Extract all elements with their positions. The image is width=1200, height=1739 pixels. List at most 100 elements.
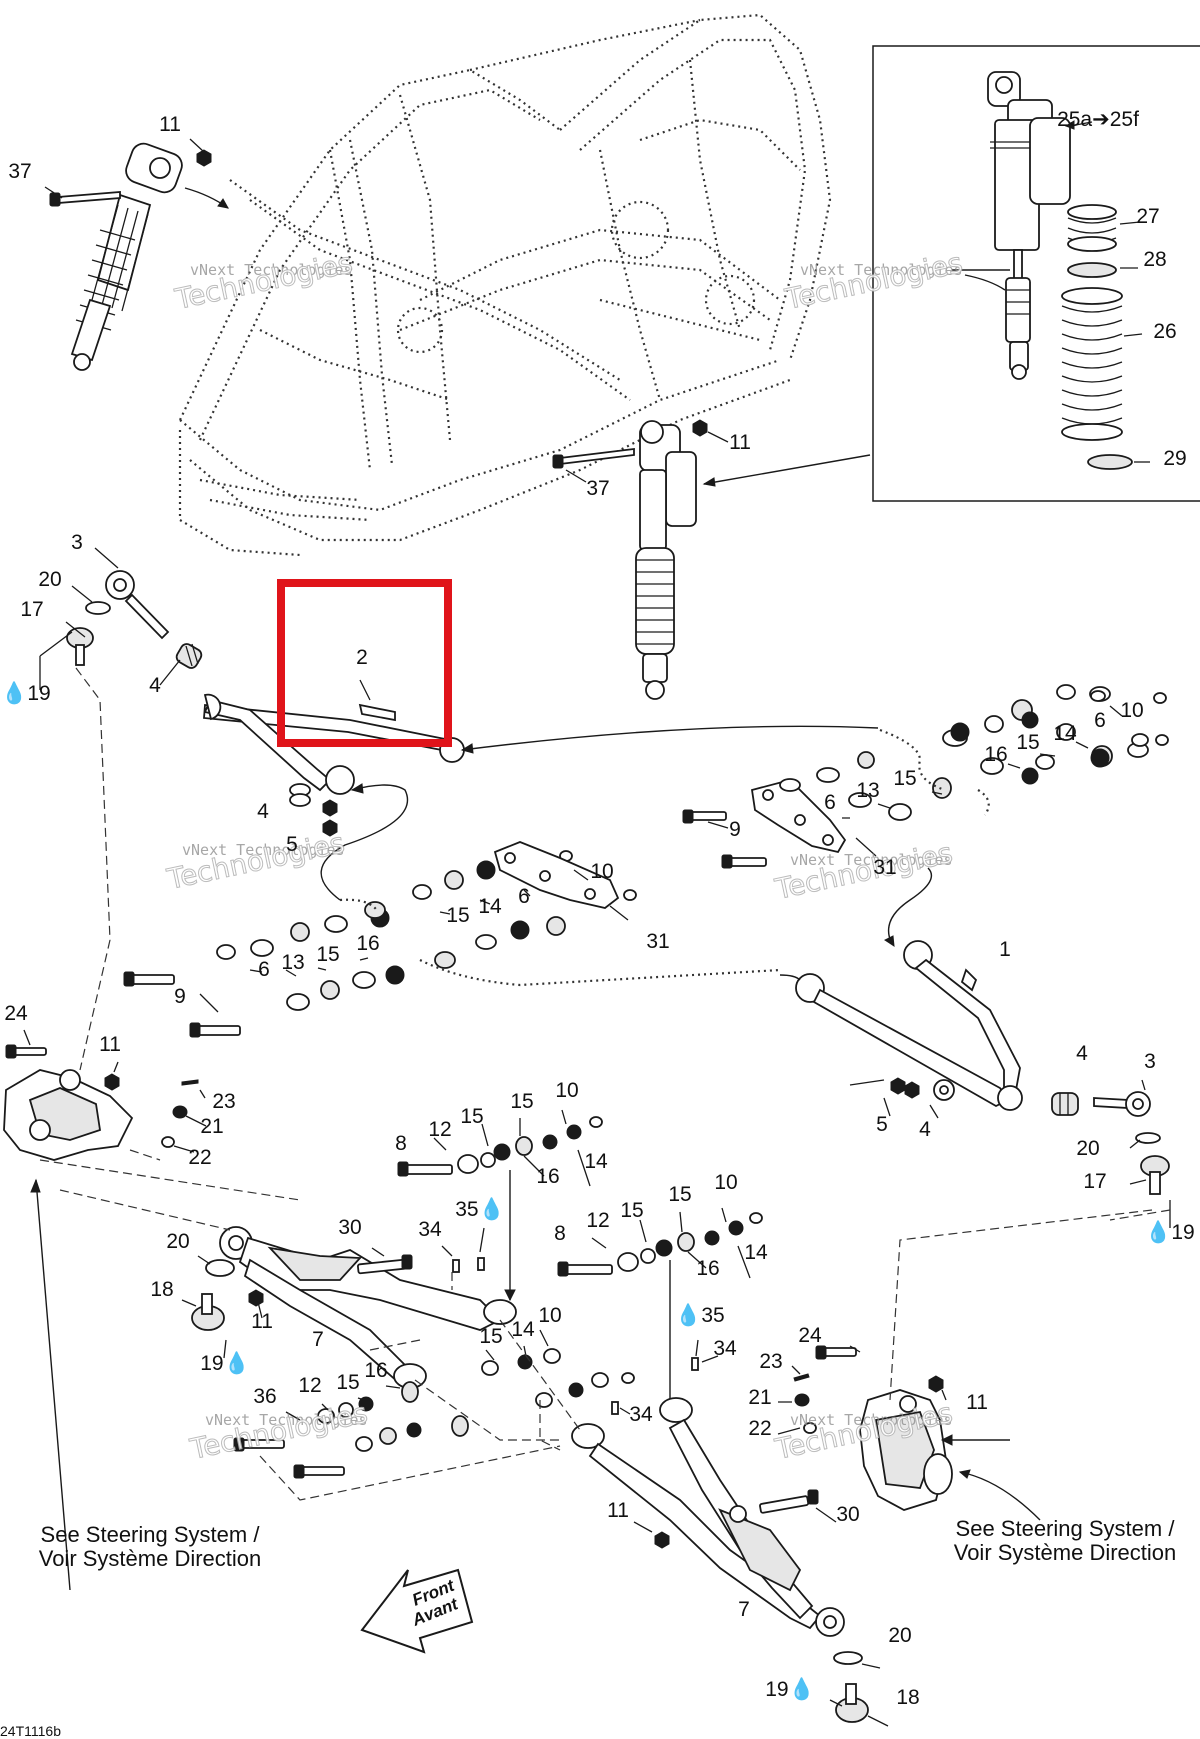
callout-part-29: 14 <box>478 895 502 918</box>
ball-joint-18-right <box>829 1651 889 1727</box>
callout-part-79: 💧35 <box>675 1302 725 1327</box>
callout-part-5: 27 <box>1136 205 1159 228</box>
front-shock-absorber-right <box>635 420 697 700</box>
callout-part-20: 15 <box>1016 731 1039 754</box>
ball-joint-17-right <box>849 1079 1171 1228</box>
callout-part-30: 15 <box>446 904 469 927</box>
watermark-vnext-3: vNext Technologies <box>790 851 953 869</box>
note-right-steering-line1: See Steering System / <box>956 1516 1176 1541</box>
watermark-vnext-1: vNext Technologies <box>800 261 963 279</box>
pivot-hardware-lower-top <box>397 1109 603 1302</box>
callout-part-70: 7 <box>312 1328 324 1351</box>
callout-part-50: 12 <box>428 1118 451 1141</box>
callout-part-44: 22 <box>188 1146 211 1169</box>
callout-part-86: 22 <box>748 1417 771 1440</box>
part-2-highlight-box <box>277 579 452 747</box>
nut-11-lower-right <box>633 1521 670 1549</box>
callout-part-21: 16 <box>984 743 1007 766</box>
callout-part-14: 2 <box>356 646 368 669</box>
callout-part-90: 20 <box>888 1624 911 1647</box>
callout-part-80: 34 <box>713 1337 737 1360</box>
callout-part-38: 24 <box>4 1002 28 1025</box>
callout-part-16: 5 <box>286 833 298 856</box>
ball-joint-18-left <box>181 1255 264 1359</box>
callout-part-92: 18 <box>896 1686 919 1709</box>
callout-part-81: 24 <box>798 1324 822 1347</box>
callout-part-27: 10 <box>590 860 613 883</box>
bushing-4-5-lower <box>289 783 338 837</box>
watermark-vnext-0: vNext Technologies <box>190 261 353 279</box>
front-direction-arrow: Front Avant <box>360 1568 474 1654</box>
note-left-steering-line2: Voir Système Direction <box>39 1546 262 1571</box>
callout-part-48: 10 <box>555 1079 578 1102</box>
arrow-head <box>940 1434 953 1446</box>
callout-part-76: 15 <box>336 1371 359 1394</box>
callout-part-9: 3 <box>71 531 83 554</box>
watermark-vnext-2: vNext Technologies <box>182 841 345 859</box>
callout-part-72: 10 <box>538 1304 561 1327</box>
callout-part-65: 34 <box>418 1218 442 1241</box>
leader-lines-upper-arm <box>71 547 371 701</box>
callout-part-22: 15 <box>893 767 916 790</box>
callout-part-35: 6 <box>258 958 270 981</box>
arrow-head <box>884 935 895 948</box>
callout-part-32: 16 <box>356 932 379 955</box>
grease-fittings-34-35-left <box>441 1227 485 1290</box>
callout-part-77: 12 <box>298 1374 321 1397</box>
callout-part-73: 15 <box>479 1325 502 1348</box>
pivot-hardware-upper-right <box>682 684 1169 869</box>
bolt-37-right <box>552 447 635 483</box>
lower-a-arm-left <box>219 1226 517 1389</box>
callout-part-47: 15 <box>510 1090 533 1113</box>
callout-part-13: 4 <box>149 674 161 697</box>
nut-11-right <box>692 419 729 443</box>
watermark-vnext-4: vNext Technologies <box>205 1411 368 1429</box>
callout-part-68: 18 <box>150 1278 173 1301</box>
callout-part-82: 23 <box>759 1350 782 1373</box>
callout-part-11: 17 <box>20 598 43 621</box>
callout-part-12: 💧19 <box>1 680 51 705</box>
callout-part-55: 17 <box>1083 1170 1106 1193</box>
callout-part-43: 21 <box>200 1115 223 1138</box>
arrow-head <box>217 198 229 209</box>
grease-fittings-34-35-right <box>611 1339 719 1415</box>
steering-knuckle-right <box>777 1345 1041 1521</box>
callout-part-42: 23 <box>212 1090 235 1113</box>
callout-part-88: 30 <box>836 1503 859 1526</box>
callout-part-60: 12 <box>586 1209 609 1232</box>
callout-part-26: 31 <box>873 856 896 879</box>
pivot-hardware-lower-right <box>557 1207 763 1414</box>
assembly-guide-lines <box>39 667 1171 1501</box>
callout-part-6: 28 <box>1143 248 1166 271</box>
callout-part-66: 35💧 <box>455 1196 505 1221</box>
callout-part-24: 6 <box>824 791 836 814</box>
steering-knuckle-left <box>3 1029 207 1161</box>
callout-part-53: 16 <box>536 1165 559 1188</box>
callout-part-8: 29 <box>1163 447 1186 470</box>
pivot-hardware-left-middle <box>123 841 781 1038</box>
callout-part-62: 14 <box>744 1241 768 1264</box>
ball-joint-17-upper <box>39 601 111 690</box>
note-left-steering-line1: See Steering System / <box>41 1522 261 1547</box>
callout-part-87: 11 <box>607 1499 629 1522</box>
callout-part-49: 15 <box>460 1105 483 1128</box>
callout-part-63: 16 <box>696 1257 719 1280</box>
arrow-head <box>460 743 474 754</box>
callout-part-40: 4 <box>1076 1042 1088 1065</box>
callout-part-4: 25a➔25f <box>1057 108 1139 131</box>
bolt-30-upper <box>357 1247 413 1275</box>
watermark-technologies-2: Technologies <box>164 826 348 896</box>
callout-part-19: 14 <box>1053 722 1077 745</box>
note-right-steering-line2: Voir Système Direction <box>954 1540 1177 1565</box>
arrow-upper-right-pivot <box>887 867 933 945</box>
callout-part-84: 11 <box>966 1391 988 1414</box>
callout-part-28: 6 <box>518 885 530 908</box>
callout-part-59: 15 <box>620 1199 643 1222</box>
frame-chassis-drawing <box>178 13 832 557</box>
callout-part-41: 3 <box>1144 1050 1156 1073</box>
arrow-upper-arm-to-pivot <box>461 725 879 751</box>
callout-part-89: 7 <box>738 1598 750 1621</box>
callout-part-23: 13 <box>856 779 879 802</box>
